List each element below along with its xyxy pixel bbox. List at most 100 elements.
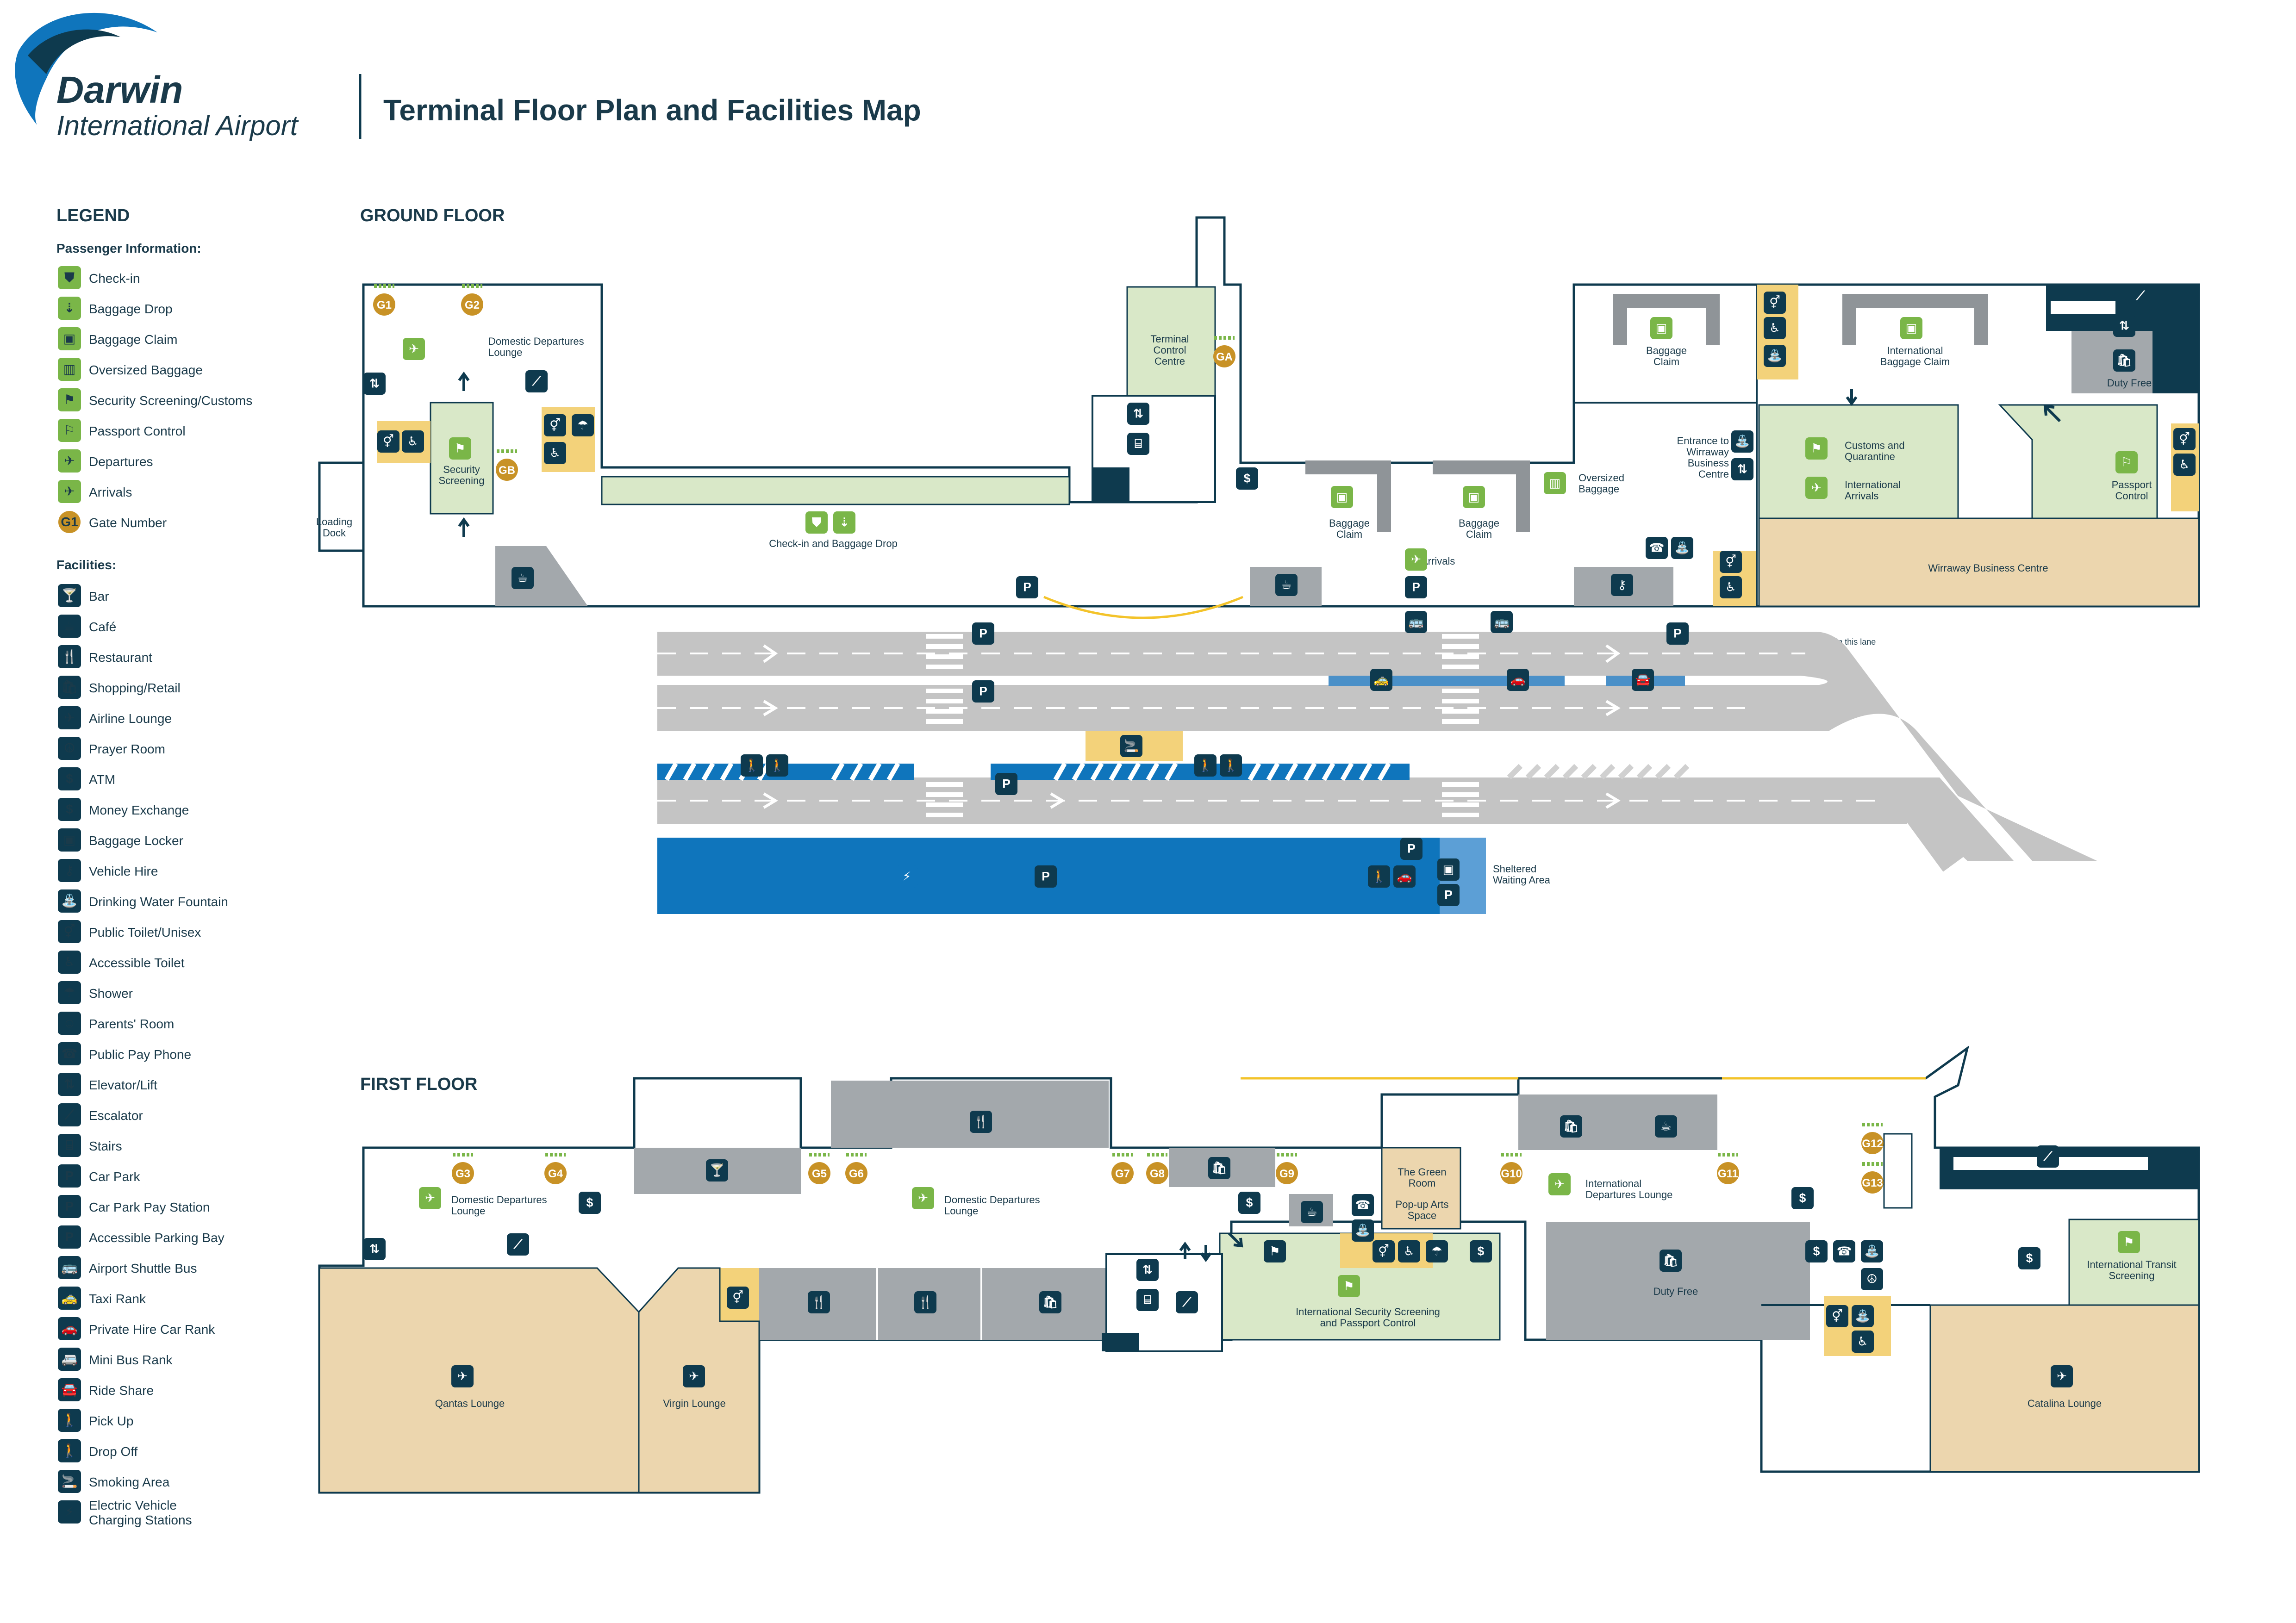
svg-text:♿: ♿: [549, 446, 561, 460]
ground-floor-title: GROUND FLOOR: [360, 206, 505, 225]
svg-text:⟋: ⟋: [2043, 1150, 2053, 1163]
label-int-transit: Screening: [2109, 1270, 2154, 1281]
svg-text:Airline Lounge: Airline Lounge: [89, 711, 172, 726]
label-oversized-baggage: Oversized: [1578, 472, 1624, 484]
svg-text:🚌: 🚌: [1494, 615, 1510, 629]
svg-text:⚐: ⚐: [2121, 455, 2132, 469]
mini-bus-icon: 🚐: [58, 1348, 81, 1371]
shopping-icon: 🛍: [1039, 1291, 1061, 1313]
label-loading-dock: Dock: [323, 527, 346, 539]
label-int-departures-lounge: International: [1585, 1178, 1641, 1189]
legend-item-smoking-area: 🚬Smoking Area: [58, 1470, 170, 1493]
legend-item-shower: ☂Shower: [58, 981, 133, 1004]
restaurant-icon: 🍴: [970, 1111, 992, 1133]
svg-text:🚶: 🚶: [1223, 759, 1239, 772]
airline-lounge-icon: ✈: [58, 706, 81, 729]
first-restaurant-block: [831, 1081, 1109, 1148]
baggage-claim-icon: ▣: [1463, 486, 1485, 508]
label-security-screening: Security: [443, 464, 480, 475]
legend-item-public-toilet: ⚥Public Toilet/Unisex: [58, 920, 201, 943]
svg-text:✈: ✈: [64, 710, 75, 725]
label-sheltered-waiting: Waiting Area: [1493, 874, 1551, 886]
label-international-arrivals: Arrivals: [1845, 490, 1878, 502]
svg-text:▣: ▣: [63, 331, 75, 346]
restaurant-icon: 🍴: [914, 1291, 936, 1313]
customs-quarantine-area: [1758, 404, 1959, 519]
private-hire-icon: 🚗: [58, 1317, 81, 1340]
cafe-icon: ☕: [512, 567, 534, 589]
accessible-toilet-icon: ♿: [58, 951, 81, 974]
label-entrance-wirraway: Wirraway: [1686, 446, 1729, 458]
gate-badge-g2: G2: [461, 284, 483, 316]
public-toilet-icon: ⚥: [1826, 1305, 1848, 1327]
svg-text:▣: ▣: [1468, 490, 1480, 504]
svg-text:Arrivals: Arrivals: [89, 485, 132, 499]
cafe-icon: ☕: [1301, 1201, 1323, 1223]
baggage-claim-icon: ▣: [58, 327, 81, 350]
label-international-baggage-claim: International: [1887, 345, 1943, 356]
public-toilet-icon: ⚥: [544, 414, 566, 436]
ev-charging-icon: ⚡: [58, 1500, 81, 1524]
public-toilet-icon: ⚥: [2173, 428, 2196, 450]
pick-up-icon: 🚶: [1368, 865, 1390, 888]
svg-text:$: $: [1246, 1196, 1253, 1210]
roads: [657, 632, 2097, 914]
escalator-icon: ⟋: [2129, 285, 2152, 307]
arrivals-icon: ✈: [1405, 548, 1427, 571]
svg-text:G7: G7: [1115, 1168, 1130, 1180]
catalina-lounge-area: [1929, 1304, 2200, 1473]
label-domestic-departures-1: Lounge: [451, 1205, 485, 1217]
label-baggage-claim-3: Claim: [1466, 529, 1492, 540]
svg-text:♿: ♿: [63, 955, 75, 969]
svg-text:Public Pay Phone: Public Pay Phone: [89, 1047, 191, 1062]
svg-text:Oversized Baggage: Oversized Baggage: [89, 363, 203, 377]
gate-badge-g8: G8: [1146, 1153, 1168, 1184]
svg-text:🚗: 🚗: [1510, 673, 1526, 687]
public-toilet-icon: ⚥: [377, 430, 399, 453]
baggage-claim-icon: ▣: [1900, 317, 1922, 339]
label-entrance-wirraway: Centre: [1698, 468, 1729, 480]
bar-icon: 🍸: [58, 584, 81, 607]
svg-text:⚡: ⚡: [65, 1505, 74, 1519]
svg-text:⚑: ⚑: [63, 392, 75, 407]
svg-text:G8: G8: [1150, 1168, 1165, 1180]
svg-text:Check-in: Check-in: [89, 271, 140, 286]
gate-badge-g1: G1: [373, 284, 395, 316]
label-sheltered-waiting: Sheltered: [1493, 863, 1536, 875]
pick-up-icon: 🚶: [1194, 754, 1217, 777]
stairs-icon: ⌸: [1136, 1289, 1159, 1311]
shower-icon: ☂: [572, 414, 594, 436]
shower-icon: ☂: [58, 981, 81, 1004]
svg-text:P: P: [65, 1230, 74, 1244]
svg-text:⛲: ⛲: [1865, 1244, 1880, 1259]
prayer-room-icon: ☮: [1861, 1268, 1883, 1290]
svg-text:🚌: 🚌: [62, 1260, 78, 1275]
label-int-security: and Passport Control: [1320, 1317, 1416, 1329]
legend-facilities-heading: Facilities:: [56, 558, 116, 572]
qantas-lounge-area: [318, 1267, 640, 1493]
brand-name: Darwin: [56, 69, 183, 111]
svg-text:☮: ☮: [1866, 1272, 1878, 1286]
legend-item-prayer-room: ☮Prayer Room: [58, 737, 165, 760]
elevator-icon: ⇅: [1731, 458, 1753, 480]
svg-text:☕: ☕: [517, 571, 528, 585]
gate-number-icon: [58, 511, 81, 533]
svg-text:Parents' Room: Parents' Room: [89, 1017, 174, 1031]
svg-text:G12: G12: [1862, 1138, 1883, 1150]
svg-text:🛍: 🛍: [1663, 1254, 1678, 1268]
pay-station-icon: P: [58, 1195, 81, 1218]
svg-text:▣: ▣: [1443, 863, 1454, 877]
departures-icon: ✈: [403, 338, 425, 360]
water-fountain-icon: ⛲: [1671, 537, 1693, 559]
svg-text:$: $: [1478, 1244, 1485, 1258]
svg-text:⛲: ⛲: [1855, 1309, 1871, 1324]
svg-text:🚶: 🚶: [770, 759, 785, 772]
svg-text:⚥: ⚥: [1832, 1309, 1843, 1323]
accessible-parking-icon: P: [995, 773, 1017, 795]
svg-text:Ride Share: Ride Share: [89, 1383, 154, 1398]
svg-text:Elevator/Lift: Elevator/Lift: [89, 1078, 157, 1092]
svg-text:Baggage Drop: Baggage Drop: [89, 302, 173, 316]
svg-text:⌸: ⌸: [1144, 1293, 1151, 1307]
svg-text:⇅: ⇅: [369, 1242, 380, 1256]
